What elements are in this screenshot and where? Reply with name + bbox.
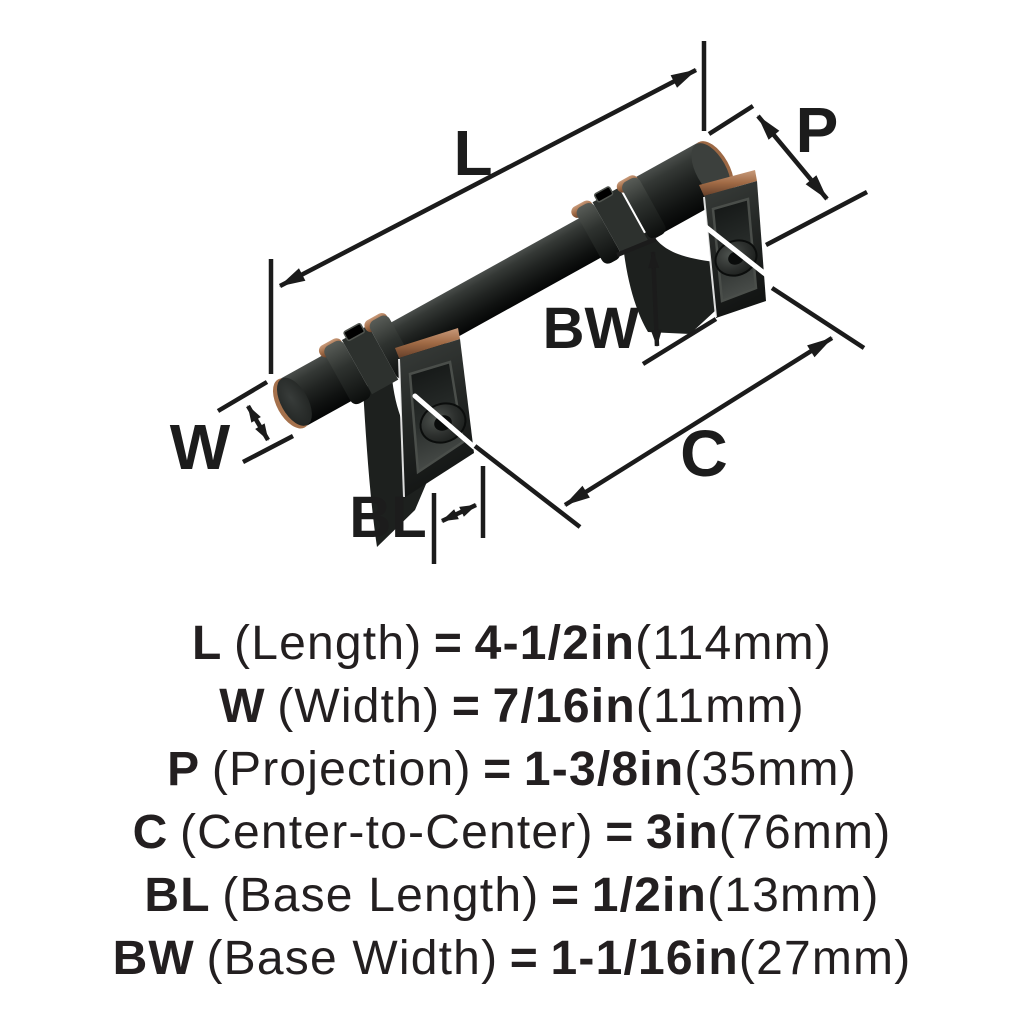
equals-sign: = [451, 680, 482, 733]
spec-abbr: L [191, 617, 223, 670]
spec-imperial-value: 1-1/16in [550, 932, 739, 985]
dim-length: L [268, 41, 707, 374]
dim-label-BL: BL [349, 485, 426, 550]
spec-name: (Projection) [211, 743, 472, 796]
spec-abbr: BW [112, 932, 195, 985]
spec-metric-value: (27mm) [738, 932, 912, 985]
spec-imperial-value: 1/2in [591, 869, 708, 922]
left-post-leg [363, 378, 432, 547]
spec-metric-value: (11mm) [635, 680, 805, 733]
spec-imperial-value: 1-3/8in [523, 743, 685, 796]
right-post [699, 170, 772, 318]
spec-metric-value: (13mm) [707, 869, 880, 922]
spec-metric-value: (76mm) [718, 806, 892, 859]
spec-line-width: W(Width)=7/16in(11mm) [0, 675, 1024, 738]
dim-width: W [170, 380, 295, 483]
spec-imperial-value: 4-1/2in [474, 617, 636, 670]
spec-name: (Base Length) [222, 869, 540, 922]
left-screw-axis-highlight [412, 393, 477, 450]
spec-abbr: BL [144, 869, 211, 922]
dim-center-to-center: C [473, 286, 866, 529]
spec-list: L(Length)=4-1/2in(114mm) W(Width)=7/16in… [0, 612, 1024, 990]
dim-base-length: BL [349, 466, 486, 564]
equals-sign: = [483, 743, 513, 796]
left-post [395, 328, 477, 498]
dim-label-BW: BW [543, 296, 640, 361]
spec-metric-value: (114mm) [635, 617, 833, 670]
spec-imperial-value: 3in [645, 806, 719, 859]
dim-label-C: C [680, 416, 728, 490]
dim-projection: P [707, 94, 869, 247]
dim-label-L: L [453, 117, 492, 189]
spec-line-base-width: BW(Base Width)=1-1/16in(27mm) [0, 927, 1024, 990]
spec-line-length: L(Length)=4-1/2in(114mm) [0, 612, 1024, 675]
spec-abbr: P [167, 743, 201, 796]
spec-imperial-value: 7/16in [492, 680, 636, 733]
spec-name: (Base Width) [206, 932, 499, 985]
spec-name: (Length) [234, 617, 423, 670]
spec-line-center-to-center: C(Center-to-Center)=3in(76mm) [0, 801, 1024, 864]
right-post-copper-edge [699, 170, 757, 196]
equals-sign: = [509, 932, 540, 985]
equals-sign: = [433, 617, 464, 670]
dim-label-W: W [170, 411, 231, 483]
dim-label-P: P [796, 94, 839, 166]
equals-sign: = [605, 806, 635, 859]
left-post-copper-edge [395, 328, 460, 358]
spec-name: (Center-to-Center) [179, 806, 594, 859]
spec-abbr: W [219, 680, 266, 733]
right-screw-axis-highlight [699, 221, 772, 280]
spec-abbr: C [132, 806, 169, 859]
spec-name: (Width) [277, 680, 441, 733]
equals-sign: = [550, 869, 581, 922]
spec-line-base-length: BL(Base Length)=1/2in(13mm) [0, 864, 1024, 927]
spec-metric-value: (35mm) [684, 743, 857, 796]
spec-line-projection: P(Projection)=1-3/8in(35mm) [0, 738, 1024, 801]
